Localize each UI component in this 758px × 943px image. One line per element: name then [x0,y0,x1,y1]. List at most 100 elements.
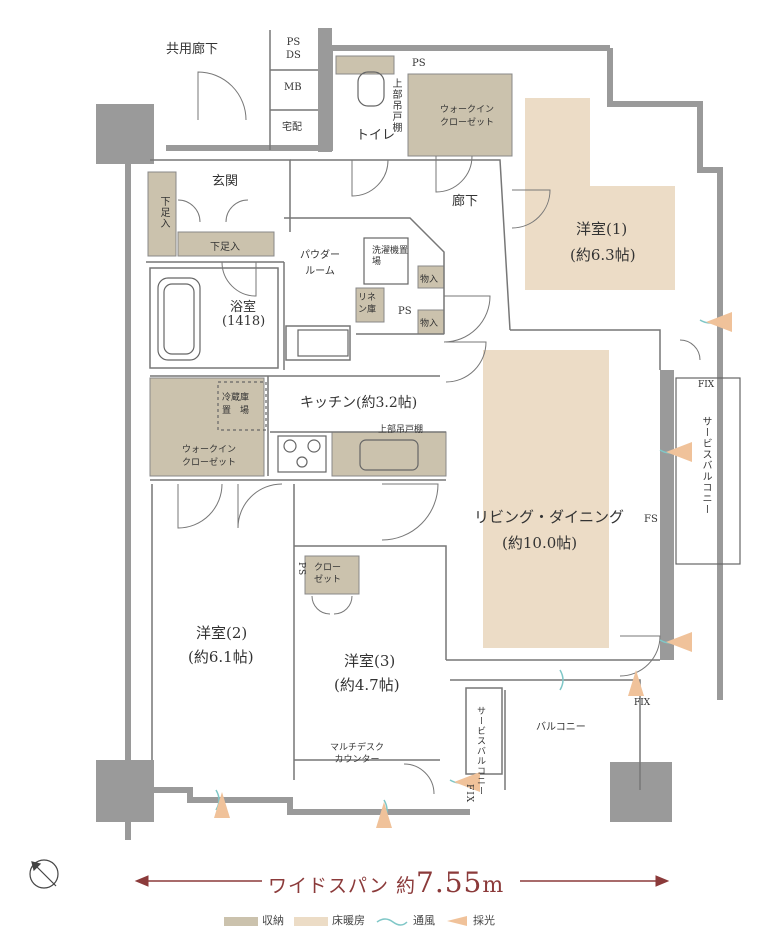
column-bottom-right [610,762,672,822]
label-ps-top: PS [412,58,426,69]
legend-daylight: 採光 [445,912,495,928]
label-living-dining-size: (約10.0帖) [502,534,578,552]
door-room-2 [177,483,223,529]
label-walk-in-closet-2: ウォークイン クローゼット [182,445,237,468]
door-entrance [197,71,247,121]
wide-span-unit: m [482,873,505,898]
wide-span-label: ワイドスパン 約7.55m [268,866,504,899]
legend-floor-heating: 床暖房 [294,912,365,928]
label-washing-machine-area: 洗濯機置場 [372,246,409,267]
fixtures [157,71,741,565]
label-corridor: 廊下 [452,194,479,209]
door-powder [221,261,257,297]
storage-storage-2 [417,309,445,335]
label-common-corridor: 共用廊下 [166,42,219,57]
legend-ventilation: 通風 [375,912,435,928]
door-kitchen [445,341,487,383]
storage-closet [304,555,360,595]
storage-linen [355,287,385,323]
label-fix-3: FIX [464,784,474,804]
storage-kitchen-counter [331,431,447,477]
service-balcony-right-outline [675,377,741,565]
label-ps-ds: PS DS [286,37,301,61]
label-refrigerator-area: 冷蔵庫 置 場 [222,393,250,416]
door-toilet [351,159,389,197]
label-closet: クロー ゼット [314,563,342,585]
daylight-marks [214,312,732,828]
door-room-1 [511,189,551,229]
wide-span-prefix: ワイドスパン 約 [268,875,416,897]
storage-areas [147,55,513,595]
legend-ventilation-label: 通風 [413,914,435,927]
label-mb: MB [284,82,302,93]
column-right-mid [660,370,674,660]
legend: 収納 床暖房 通風 採光 [224,912,495,928]
label-upper-cabinet-kitchen: 上部吊戸棚 [378,425,424,435]
label-living-dining: リビング・ダイニング [474,508,625,526]
outer-wall-left [125,120,143,840]
column-bottom-left [96,760,154,822]
door-bottom-window [403,763,435,795]
door-corridor [443,295,491,343]
label-storage-1: 物入 [420,275,439,285]
storage-walk-in-closet-2 [149,377,265,477]
door-living [619,635,661,677]
washbasin [297,329,349,357]
storage-shoe-cabinet-1 [147,171,177,257]
label-shoe-cabinet-1: 下足入 [158,196,169,229]
label-kitchen: キッチン(約3.2帖) [300,395,418,411]
storage-walk-in-closet-1 [407,73,513,157]
toilet-bowl [357,71,385,107]
label-western-room-3: 洋室(3) [344,652,396,670]
legend-floor-heating-label: 床暖房 [332,914,365,927]
label-fix-2: FIX [634,698,651,708]
label-western-room-2: 洋室(2) [196,624,248,642]
storage-toilet-upper [335,55,395,75]
span-arrow [134,875,670,887]
wall-stub-top [318,28,332,152]
legend-storage: 収納 [224,912,284,928]
wide-span-value: 7.55 [416,866,483,899]
label-western-room-1-size: (約6.3帖) [570,246,636,264]
label-western-room-1: 洋室(1) [576,220,628,238]
door-room-3-b [381,483,439,541]
fridge-space [217,381,267,431]
label-service-balcony-right: サービスバルコニー [700,416,711,515]
door-room-1-balcony [679,339,701,361]
storage-shoe-cabinet-2 [177,231,275,257]
label-delivery-box: 宅配 [282,122,302,133]
label-shoe-cabinet-2: 下足入 [210,242,240,253]
outer-wall-bottom [128,787,470,815]
compass-icon [29,859,59,889]
doors [177,71,701,795]
label-upper-cabinet-vertical: 上部吊戸棚 [390,78,401,133]
label-walk-in-closet-1: ウォークイン クローゼット [440,105,495,128]
kitchen-sink [359,439,419,471]
door-room-3-a [237,483,283,529]
washing-machine [363,237,409,285]
label-ps-lower: PS [296,562,306,577]
legend-storage-label: 収納 [262,914,284,927]
bathtub [157,277,201,361]
label-fs: FS [644,514,658,525]
label-ps-mid: PS [398,306,412,317]
label-fix-1: FIX [698,380,715,390]
floor-heating-living [483,350,609,648]
door-shoe-2 [225,199,249,223]
label-bathroom: 浴室 [230,300,257,315]
interior-walls [146,30,661,790]
label-linen-cabinet: リネン庫 [358,293,377,315]
column-top-left [96,104,154,164]
label-entrance: 玄関 [212,174,239,189]
label-multi-desk-counter: マルチデスク カウンター [330,743,385,765]
label-western-room-2-size: (約6.1帖) [188,648,254,666]
label-service-balcony-bottom: サービスバルコニー [475,706,485,796]
label-toilet: トイレ [356,128,396,143]
stove [277,435,327,473]
label-storage-2: 物入 [420,319,439,329]
outer-wall-right [607,48,723,700]
label-powder-room: パウダー ルーム [300,250,340,277]
ventilation-marks [215,319,721,821]
label-western-room-3-size: (約4.7帖) [334,676,400,694]
